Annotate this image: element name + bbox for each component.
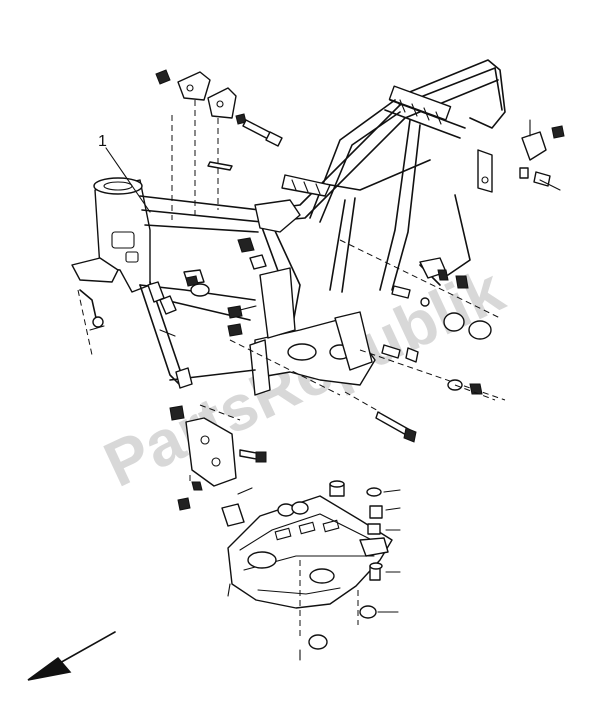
upper-mount-brackets [155,69,283,220]
engine-mount-plate [169,404,267,527]
callout-leader-line [105,147,151,213]
upper-right-clamp [519,119,565,191]
through-bolts [229,239,506,443]
skid-plate [227,495,393,609]
skid-plate-fasteners [277,480,401,661]
callout-number-1: 1 [98,133,107,150]
main-frame [71,59,506,396]
right-small-parts [381,269,496,401]
left-small-parts [77,237,267,389]
front-direction-arrow-icon [27,631,116,681]
